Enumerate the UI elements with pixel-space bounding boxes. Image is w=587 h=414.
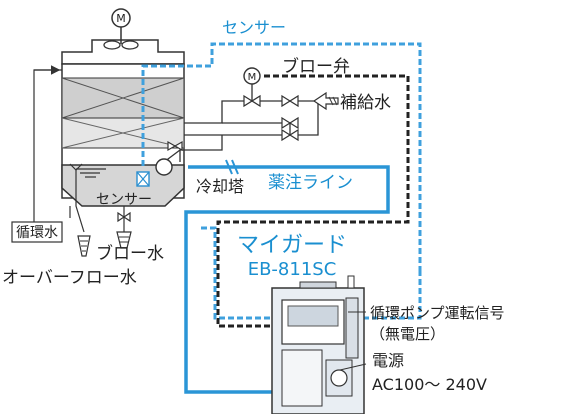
product-model: EB-811SC — [248, 259, 337, 280]
blow-valve-label: ブロー弁 — [282, 56, 350, 77]
fill-media-lower — [61, 117, 185, 149]
motor-icon: M — [111, 8, 131, 44]
valve-icon — [281, 116, 299, 130]
makeup-water-label: 補給水 — [340, 93, 391, 113]
overflow-water-label: オーバーフロー水 — [2, 268, 137, 288]
blow-valve-signal-line — [216, 74, 410, 328]
sensor-icon — [136, 171, 150, 187]
blow-water-label: ブロー水 — [96, 243, 164, 264]
sensor-signal-line — [141, 42, 422, 320]
pump-signal-note: （無電圧） — [370, 325, 445, 343]
valve-icon — [243, 94, 261, 108]
valve-icon — [281, 128, 299, 142]
drain-arrow-icon — [116, 231, 132, 249]
check-valve-icon — [225, 159, 239, 175]
ball-float-icon — [155, 158, 173, 176]
valve-icon — [281, 94, 299, 108]
sensor-top-label: センサー — [222, 18, 286, 37]
pump-head-icon — [330, 369, 348, 387]
chemical-line-label: 薬注ライン — [268, 173, 353, 193]
pump-signal-label: 循環ポンプ運転信号 — [370, 304, 505, 322]
leader-lines — [339, 311, 367, 371]
circulating-water-loop — [33, 65, 71, 222]
fan-icon — [103, 40, 139, 50]
cooling-tower-label: 冷却塔 — [196, 177, 244, 196]
overflow-drain-pipe — [75, 170, 85, 233]
myguard-device — [271, 275, 365, 414]
drain-arrow-icon — [77, 235, 91, 257]
device-display — [287, 305, 339, 327]
chemical-injection-line — [184, 165, 390, 394]
circulating-water-label: 循環水 — [16, 225, 58, 241]
makeup-water-arrow-icon — [312, 91, 339, 111]
makeup-water-piping — [159, 84, 319, 166]
valve-icon — [117, 211, 131, 223]
motor-valve-label: M — [248, 72, 257, 83]
device-tank — [281, 349, 323, 407]
valve-icon — [167, 140, 183, 152]
device-side-rail — [345, 297, 359, 359]
water-basin — [61, 164, 185, 207]
product-name: マイガード — [237, 233, 347, 258]
sensor-basin-label: センサー — [96, 192, 152, 208]
power-label: 電源 — [372, 351, 404, 370]
motor-top-label: M — [116, 12, 126, 25]
power-spec-label: AC100〜 240V — [372, 375, 487, 394]
fill-media-upper — [61, 77, 185, 119]
circulating-water-label-box: 循環水 — [11, 221, 63, 243]
water-level-mark — [76, 168, 106, 178]
motor-valve-icon: M — [243, 67, 261, 85]
